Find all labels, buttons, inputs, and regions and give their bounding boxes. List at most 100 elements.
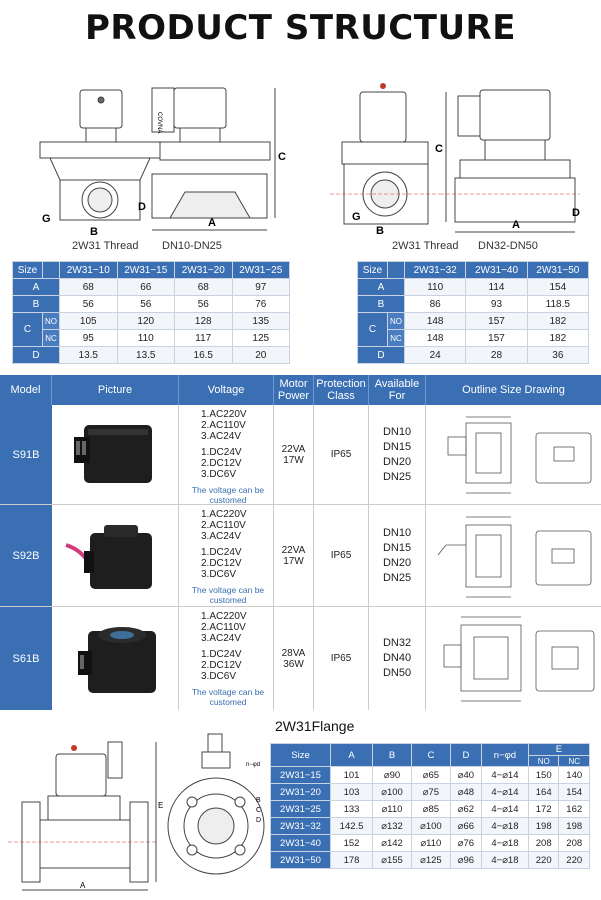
table-cell: 148 [403,312,467,330]
table-cell: 13.5 [116,346,175,364]
row-label: 2W31−15 [270,766,331,784]
dc-voltage: 3.DC6V [201,569,237,580]
dc-voltage: 1.DC24V [201,447,242,458]
row-label: B [12,295,60,313]
row-label: 2W31−25 [270,800,331,818]
table-row: D 24 28 36 [357,346,590,364]
table-cell: 182 [526,312,590,330]
dn-size: DN40 [382,652,412,664]
table-cell: 220 [527,851,560,869]
table-cell: 4−⌀18 [480,851,529,869]
table-cell: 4−⌀18 [480,834,529,852]
header-col: A [329,743,374,767]
power-w: 17W [283,454,304,466]
table-cell: 4−⌀18 [480,817,529,835]
ac-voltage: 3.AC24V [201,633,242,644]
table-header-row: Size 2W31−32 2W31−40 2W31−50 [357,261,590,279]
dim-d-label: D [138,201,146,213]
model-name: S61B [0,607,52,710]
table-cell: 125 [231,329,290,347]
table-cell: 28 [465,346,528,364]
table-cell: 110 [116,329,175,347]
header-col: 2W31−40 [465,261,528,279]
flange-dim-a: A [80,881,86,890]
table-cell: ⌀142 [372,834,412,852]
header-model: Model [0,375,52,405]
header-col: C [410,743,451,767]
table-cell: 68 [59,278,118,296]
dn-size: DN50 [382,667,412,679]
coil-picture [52,405,179,504]
row-sublabel: NC [387,329,405,347]
dc-voltage: 2.DC12V [201,660,242,671]
header-no: NO [527,755,560,767]
outline-size-drawing [426,607,601,710]
power-va: 22VA [281,443,306,455]
table-row: C NO 105 120 128 135 [12,312,290,347]
flange-section-title: 2W31Flange [275,718,355,734]
header-outline-drawing: Outline Size Drawing [426,375,601,405]
protection-class: IP65 [314,607,369,710]
table-cell: 4−⌀14 [480,766,529,784]
flange-dim-e: E [158,801,163,810]
table-cell: 154 [526,278,590,296]
table-cell: ⌀65 [410,766,451,784]
dim-b-label-right: B [376,225,384,237]
table-cell: 13.5 [59,346,118,364]
table-cell: ⌀40 [449,766,482,784]
row-sublabel: NO [387,312,405,330]
table-cell: 152 [329,834,374,852]
dim-d-label-right: D [572,207,580,219]
header-col: E [527,743,591,756]
table-cell: ⌀75 [410,783,451,801]
table-cell: 208 [527,834,560,852]
dn-size: DN25 [382,571,412,584]
power-w: 36W [283,658,304,670]
flange-dim-c-label: C [256,807,261,814]
table-cell: 142.5 [329,817,374,835]
table-row: 2W31−20 103 ⌀100 ⌀75 ⌀48 4−⌀14 164 154 [270,783,590,801]
table-cell: ⌀85 [410,800,451,818]
table-cell: ⌀110 [372,800,412,818]
table-cell: 97 [231,278,290,296]
dn-size: DN10 [382,425,412,438]
table-cell: 208 [558,834,590,852]
dc-voltage: 1.DC24V [201,649,242,660]
dim-a-label: A [208,217,216,229]
dim-b-label: B [90,226,98,238]
table-cell: 135 [231,312,290,330]
dn-size: DN20 [382,556,412,569]
header-col: 2W31−15 [116,261,175,279]
table-row: 2W31−50 178 ⌀155 ⌀125 ⌀96 4−⌀18 220 220 [270,851,590,869]
table-cell: ⌀76 [449,834,482,852]
row-sublabel: NO [42,312,60,330]
table-cell: 140 [558,766,590,784]
motor-power: 28VA 36W [274,607,314,710]
dim-c-label-right: C [435,143,443,155]
table-cell: 198 [527,817,560,835]
table-row: 2W31−32 142.5 ⌀132 ⌀100 ⌀66 4−⌀18 198 19… [270,817,590,835]
table-cell: ⌀125 [410,851,451,869]
protection-class: IP65 [314,405,369,504]
header-protection-class: Protection Class [314,375,369,405]
coil-picture [52,505,179,606]
thread-large-dimension-table: Size 2W31−32 2W31−40 2W31−50 A 110 114 1… [357,261,590,364]
row-label: 2W31−20 [270,783,331,801]
flange-valve-drawing: A E n−φd B C D [8,733,265,891]
flange-dim-d-label: D [256,817,261,824]
table-cell: 220 [558,851,590,869]
outline-size-drawing [426,505,601,606]
dn-size: DN20 [382,455,412,468]
ac-voltage: 1.AC220V [201,611,247,622]
table-cell: 148 [403,329,467,347]
dn-size: DN10 [382,526,412,539]
table-cell: 114 [465,278,528,296]
table-cell: 4−⌀14 [480,783,529,801]
voltage-options: 1.AC220V 2.AC110V 3.AC24V 1.DC24V 2.DC12… [179,505,274,606]
dim-a-label-right: A [512,219,520,231]
left-caption-range: DN10-DN25 [162,240,222,252]
ac-voltage: 2.AC110V [201,520,246,531]
row-label: 2W31−50 [270,851,331,869]
outline-size-drawing [426,405,601,504]
header-available-for: Available For [369,375,426,405]
